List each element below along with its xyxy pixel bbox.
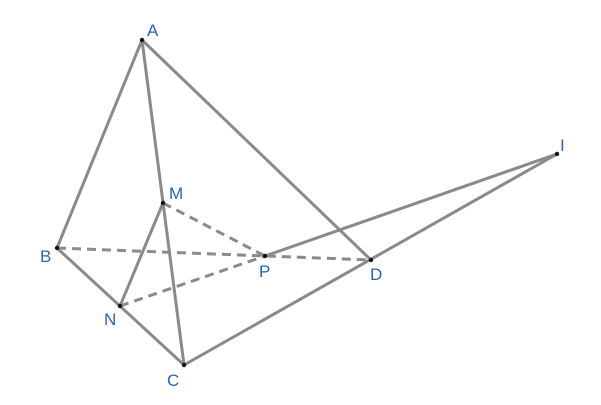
point-label-b: B (40, 247, 51, 266)
segment-pi (263, 152, 559, 258)
point-m (160, 200, 166, 206)
point-label-c: C (167, 371, 179, 390)
point-n (117, 303, 123, 309)
point-d (368, 257, 374, 263)
segment-np (119, 254, 266, 308)
labels-layer: A B C D M N P I (40, 21, 565, 390)
edges-layer (55, 38, 559, 367)
segment-mn (118, 201, 165, 308)
segment-ad (140, 38, 373, 262)
segment-ab (55, 38, 144, 250)
segment-mp (162, 201, 266, 258)
point-label-m: M (169, 184, 183, 203)
points-layer (54, 37, 560, 368)
point-b (54, 245, 60, 251)
point-p (262, 253, 268, 259)
point-i (554, 151, 560, 157)
point-a (139, 37, 145, 43)
point-label-d: D (370, 265, 382, 284)
point-label-i: I (560, 136, 565, 155)
segment-bd (56, 246, 372, 262)
point-label-n: N (104, 310, 116, 329)
point-label-p: P (259, 262, 270, 281)
point-c (181, 362, 187, 368)
point-label-a: A (147, 21, 159, 40)
